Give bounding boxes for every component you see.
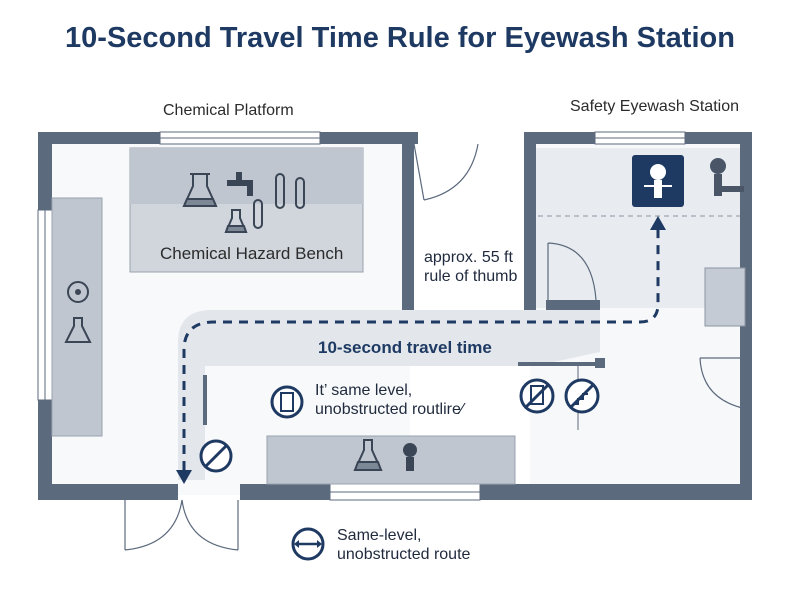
lower-bench <box>266 435 516 485</box>
route-arrow-tail <box>176 470 192 484</box>
side-bench <box>51 197 103 437</box>
door-icon <box>270 385 304 419</box>
flask-icon <box>64 317 92 343</box>
route-arrow-head <box>650 216 666 230</box>
route-arrow-icon <box>291 527 325 561</box>
distance-note-line2: rule of thumb <box>424 268 518 285</box>
route-note-line2: unobstructed routlire⁄ <box>315 401 464 418</box>
bench-label: Chemical Hazard Bench <box>160 244 344 263</box>
legend-line1: Same-level, <box>337 527 422 544</box>
eyewash-station-label: Safety Eyewash Station <box>570 98 739 115</box>
eyewash-fixture-icon <box>710 158 744 196</box>
route-note-line1: It’ same level, <box>315 382 413 399</box>
distance-note-line1: approx. 55 ft <box>424 249 513 266</box>
cabinet <box>704 267 746 327</box>
railing <box>518 362 598 366</box>
flask-icon <box>353 439 383 471</box>
no-obstruction-icon <box>199 439 233 473</box>
railing-post <box>595 358 605 368</box>
flask-icon <box>224 209 248 233</box>
platform-label: Chemical Platform <box>163 102 294 119</box>
test-tube-icon <box>253 173 305 229</box>
eyewash-sign-icon <box>632 155 684 207</box>
radiation-icon <box>67 281 89 303</box>
legend-line2: unobstructed route <box>337 546 471 563</box>
windows <box>37 131 686 501</box>
doors <box>124 143 753 551</box>
bench-back-shelf <box>130 148 363 204</box>
no-obstruction-icon <box>519 378 555 414</box>
no-stairs-icon <box>564 378 600 414</box>
walking-path <box>178 310 600 480</box>
flask-icon <box>182 173 218 207</box>
route-line <box>182 228 660 470</box>
travel-time-label: 10-second travel time <box>318 338 492 357</box>
eyewash-fixture-icon <box>403 443 417 471</box>
faucet-icon <box>227 172 253 196</box>
page-title: 10-Second Travel Time Rule for Eyewash S… <box>65 22 735 54</box>
